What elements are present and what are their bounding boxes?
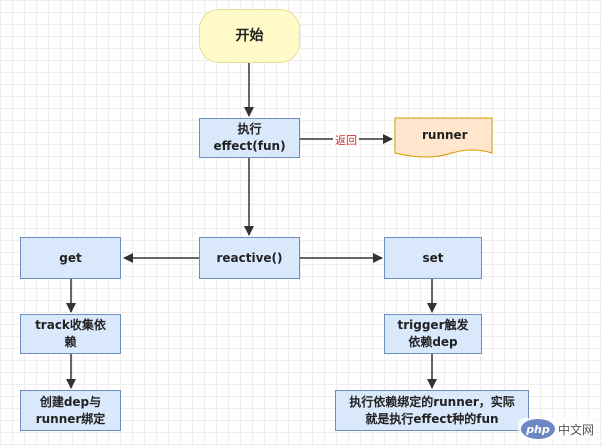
node-track: track收集依 赖 — [20, 314, 121, 354]
node-trigger: trigger触发 依赖dep — [384, 314, 482, 354]
node-start: 开始 — [199, 9, 300, 63]
php-logo-icon: php — [520, 419, 555, 439]
node-reactive: reactive() — [199, 237, 300, 279]
runner-shape — [394, 117, 493, 158]
node-runner: runner — [422, 128, 468, 142]
watermark-text: 中文网 — [557, 422, 594, 437]
node-set: set — [384, 237, 482, 279]
node-create-dep-bind: 创建dep与 runner绑定 — [20, 390, 121, 431]
watermark: php 中文网 — [517, 418, 597, 440]
edge-label-return: 返回 — [333, 132, 359, 148]
node-execute-effect: 执行 effect(fun) — [199, 118, 300, 158]
node-execute-runner: 执行依赖绑定的runner，实际 就是执行effect种的fun — [335, 390, 529, 431]
node-get: get — [20, 237, 121, 279]
